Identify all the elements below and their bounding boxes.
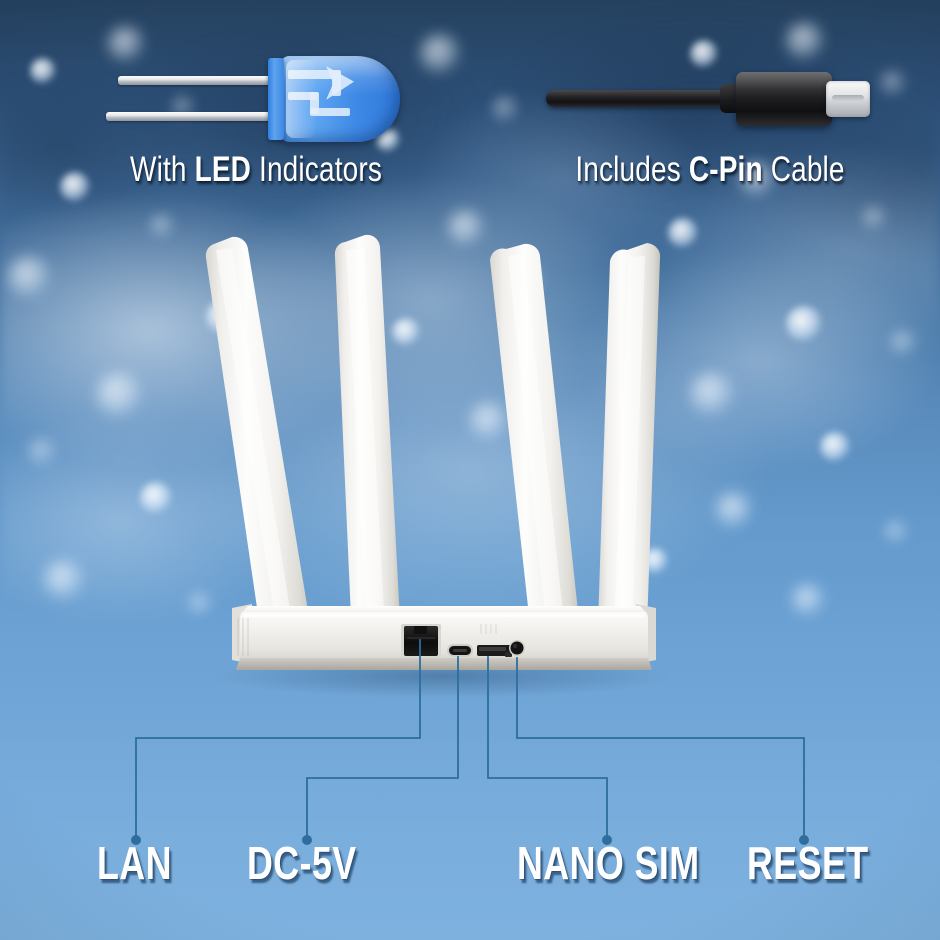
cable-cord [546, 90, 736, 107]
led-highlight [286, 60, 316, 138]
usb-c-cable-icon [540, 50, 870, 150]
port-label-dc5v: DC-5V [247, 837, 357, 889]
port-label-reset: RESET [747, 837, 869, 889]
feature-c-pin-cable: Includes C-Pin Cable [540, 50, 880, 190]
led-base-flange [268, 58, 284, 140]
cable-connector-housing [736, 72, 832, 126]
usb-c-tip-slot [832, 95, 864, 101]
port-label-lan: LAN [97, 837, 172, 889]
led-bulb-icon [100, 50, 400, 150]
feature-cable-caption: Includes C-Pin Cable [575, 150, 845, 189]
led-leg-cathode [106, 112, 288, 121]
port-label-nano-sim: NANO SIM [517, 837, 700, 889]
led-leg-anode [118, 76, 288, 85]
feature-led-indicators: With LED Indicators [100, 50, 400, 190]
feature-led-caption: With LED Indicators [130, 150, 383, 189]
